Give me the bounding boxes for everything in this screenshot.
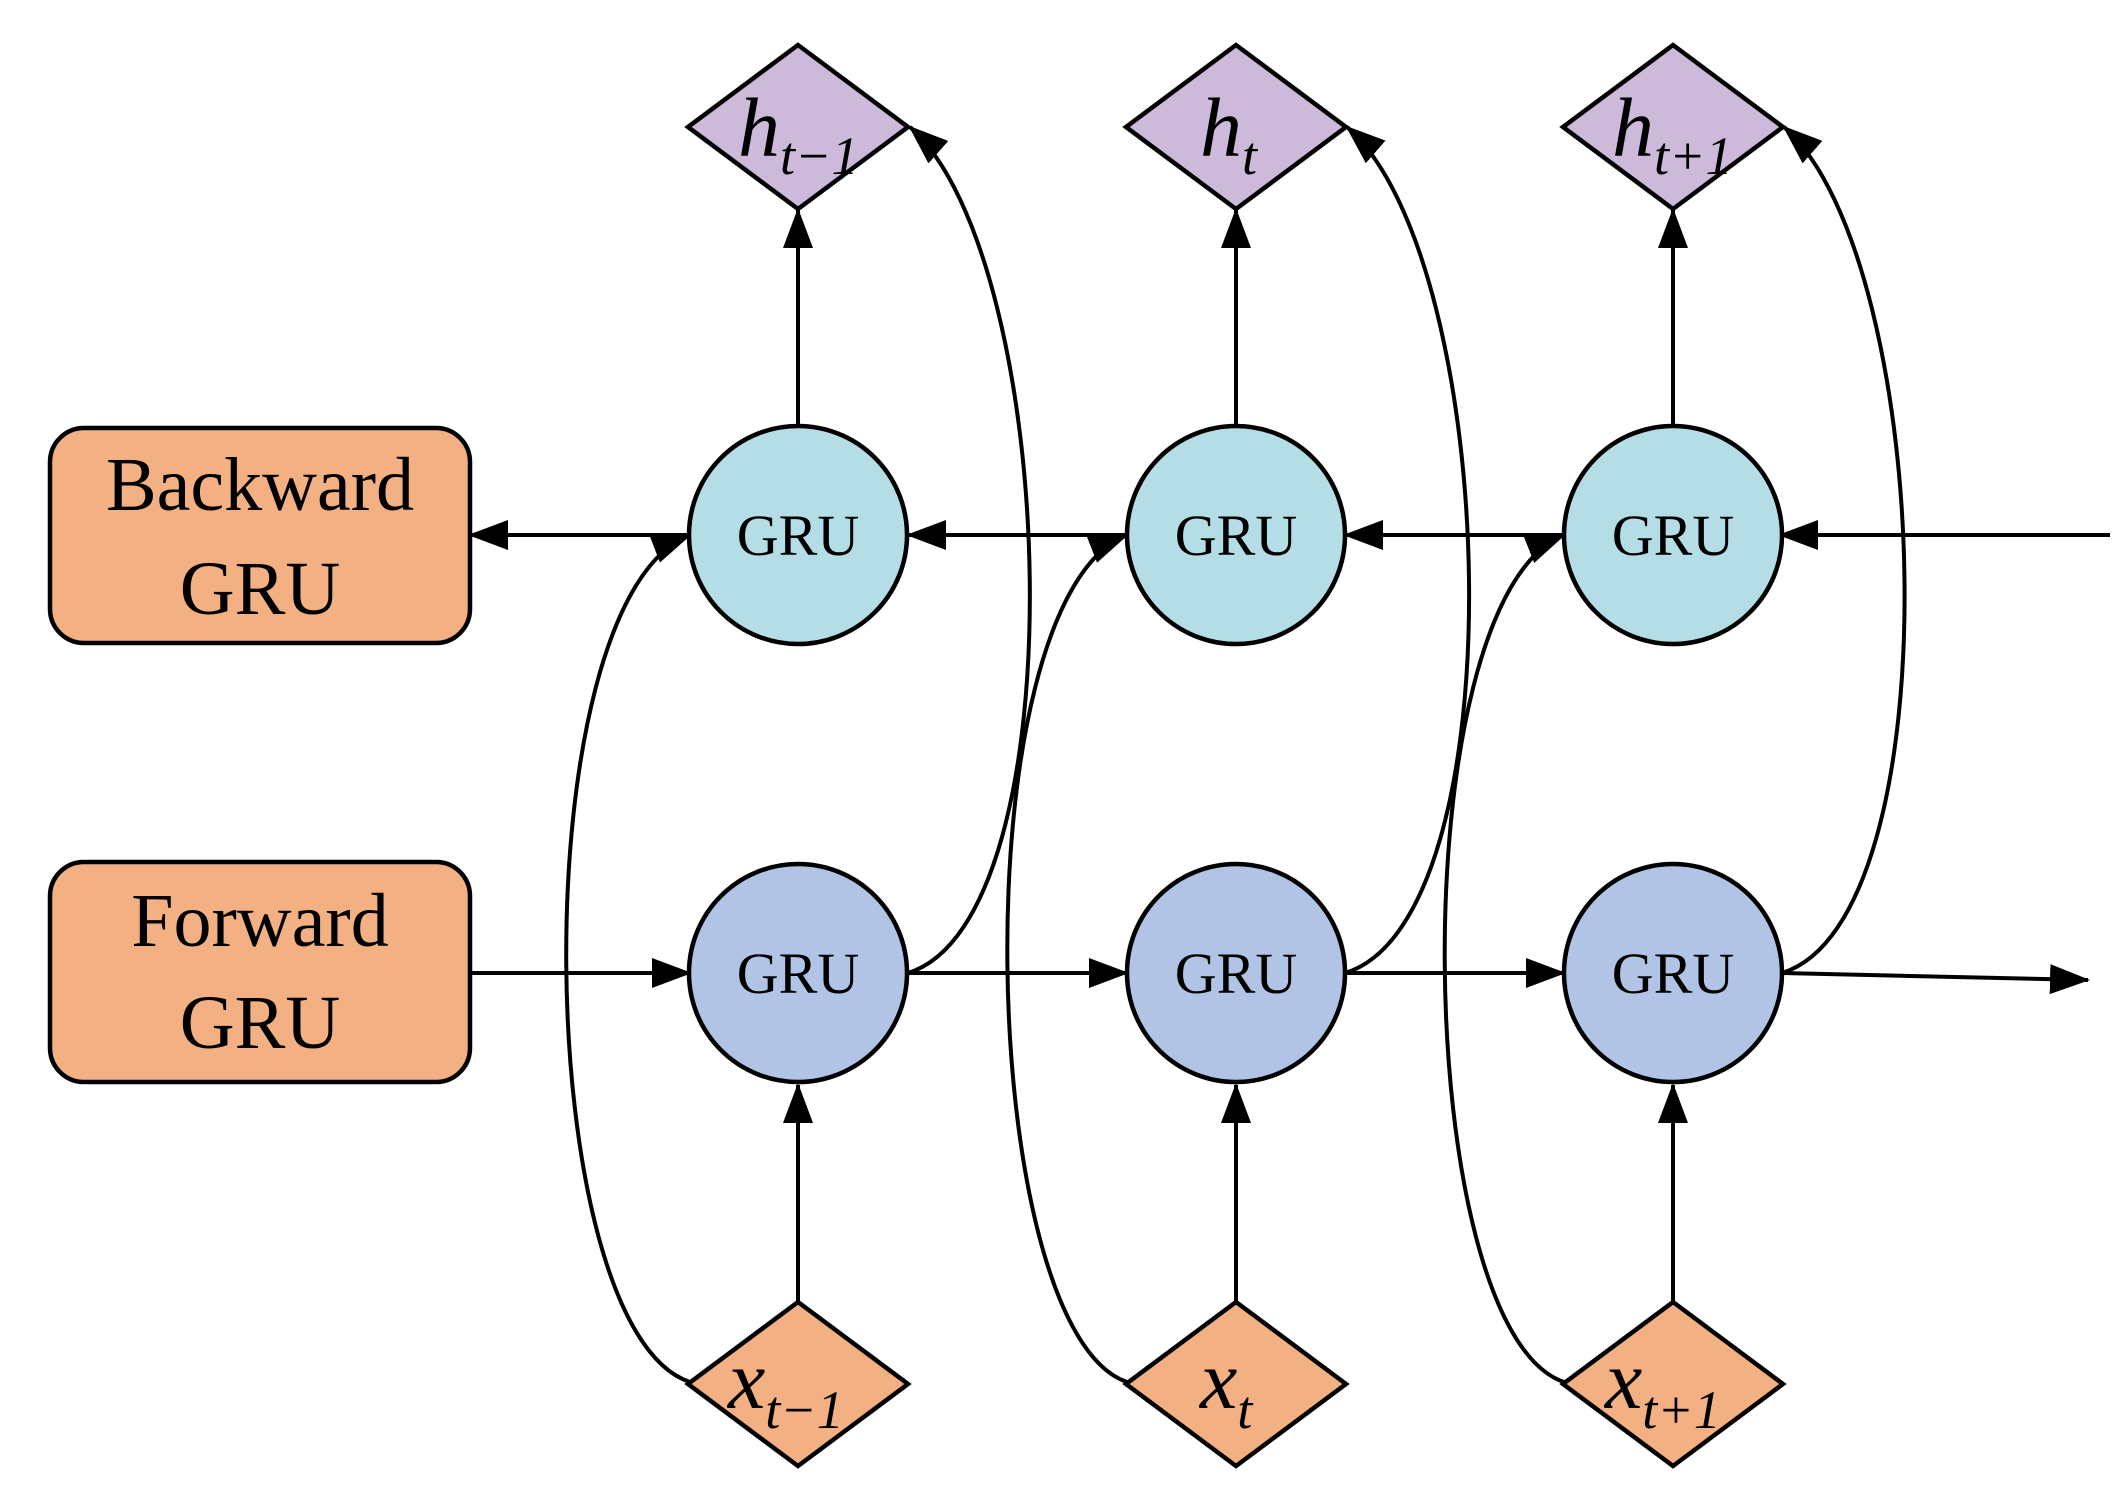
output-node-h-1: ht−1 xyxy=(684,42,912,212)
input-diamond xyxy=(684,1299,912,1469)
input-symbol: x xyxy=(726,1334,765,1427)
curve-x-3-to-backward-gru-3 xyxy=(1442,533,1566,1384)
input-node-x-2: xt xyxy=(1122,1299,1350,1469)
input-diamond xyxy=(1122,1299,1350,1469)
backward-gru-label: GRU xyxy=(1175,503,1297,568)
backward-gru-label: GRU xyxy=(737,503,859,568)
backward-gru-node-1: GRU xyxy=(686,423,910,647)
backward-gru-label-box: Backward GRU xyxy=(47,425,473,646)
output-symbol: h xyxy=(738,82,780,175)
output-subscript: t−1 xyxy=(780,126,858,186)
forward-gru-box xyxy=(47,859,473,1085)
output-symbol: h xyxy=(1612,82,1654,175)
output-subscript: t+1 xyxy=(1654,126,1732,186)
forward-gru-label-line1: Forward xyxy=(131,879,389,963)
backward-gru-label-line1: Backward xyxy=(106,443,414,527)
backward-gru-circle xyxy=(1561,423,1785,647)
forward-gru-label: GRU xyxy=(737,941,859,1006)
input-label: xt+1 xyxy=(1603,1334,1721,1440)
curve-x-2-to-backward-gru-2 xyxy=(1005,533,1129,1384)
forward-gru-label: GRU xyxy=(1175,941,1297,1006)
backward-gru-circle xyxy=(1124,423,1348,647)
input-subscript: t−1 xyxy=(765,1380,843,1440)
input-subscript: t+1 xyxy=(1642,1380,1720,1440)
input-node-x-3: xt+1 xyxy=(1559,1299,1787,1469)
output-diamond xyxy=(1559,42,1787,212)
curve-forward-gru-2-to-h-2 xyxy=(1344,125,1472,975)
forward-gru-circle xyxy=(686,861,910,1085)
input-label: xt−1 xyxy=(726,1334,844,1440)
curve-forward-gru-1-to-h-1 xyxy=(907,125,1032,975)
forward-gru-node-2: GRU xyxy=(1124,861,1348,1085)
output-symbol: h xyxy=(1200,82,1242,175)
backward-gru-box xyxy=(47,425,473,646)
backward-gru-label-line2: GRU xyxy=(180,547,340,631)
input-node-x-1: xt−1 xyxy=(684,1299,912,1469)
output-diamond xyxy=(1122,42,1350,212)
input-diamond xyxy=(1559,1299,1787,1469)
output-diamond xyxy=(684,42,912,212)
forward-gru-node-3: GRU xyxy=(1561,861,1785,1085)
output-label: ht−1 xyxy=(738,82,858,186)
forward-gru-label-line2: GRU xyxy=(180,981,340,1065)
output-label: ht xyxy=(1200,82,1259,186)
forward-edge-gru-3-out xyxy=(1781,964,2090,995)
edges xyxy=(468,125,2110,1384)
forward-gru-circle xyxy=(1561,861,1785,1085)
backward-gru-circle xyxy=(686,423,910,647)
output-node-h-3: ht+1 xyxy=(1559,42,1787,212)
curve-x-1-to-backward-gru-1 xyxy=(564,533,692,1384)
output-subscript: t xyxy=(1242,126,1259,186)
input-symbol: x xyxy=(1198,1334,1237,1427)
output-node-h-2: ht xyxy=(1122,42,1350,212)
forward-gru-circle xyxy=(1124,861,1348,1085)
backward-gru-node-2: GRU xyxy=(1124,423,1348,647)
forward-gru-label-box: Forward GRU xyxy=(47,859,473,1085)
forward-gru-label: GRU xyxy=(1612,941,1734,1006)
input-label: xt xyxy=(1198,1334,1254,1440)
backward-gru-label: GRU xyxy=(1612,503,1734,568)
input-subscript: t xyxy=(1237,1380,1254,1440)
output-label: ht+1 xyxy=(1612,82,1732,186)
backward-gru-node-3: GRU xyxy=(1561,423,1785,647)
forward-gru-node-1: GRU xyxy=(686,861,910,1085)
input-symbol: x xyxy=(1603,1334,1642,1427)
curve-forward-gru-3-to-h-3 xyxy=(1781,125,1907,975)
